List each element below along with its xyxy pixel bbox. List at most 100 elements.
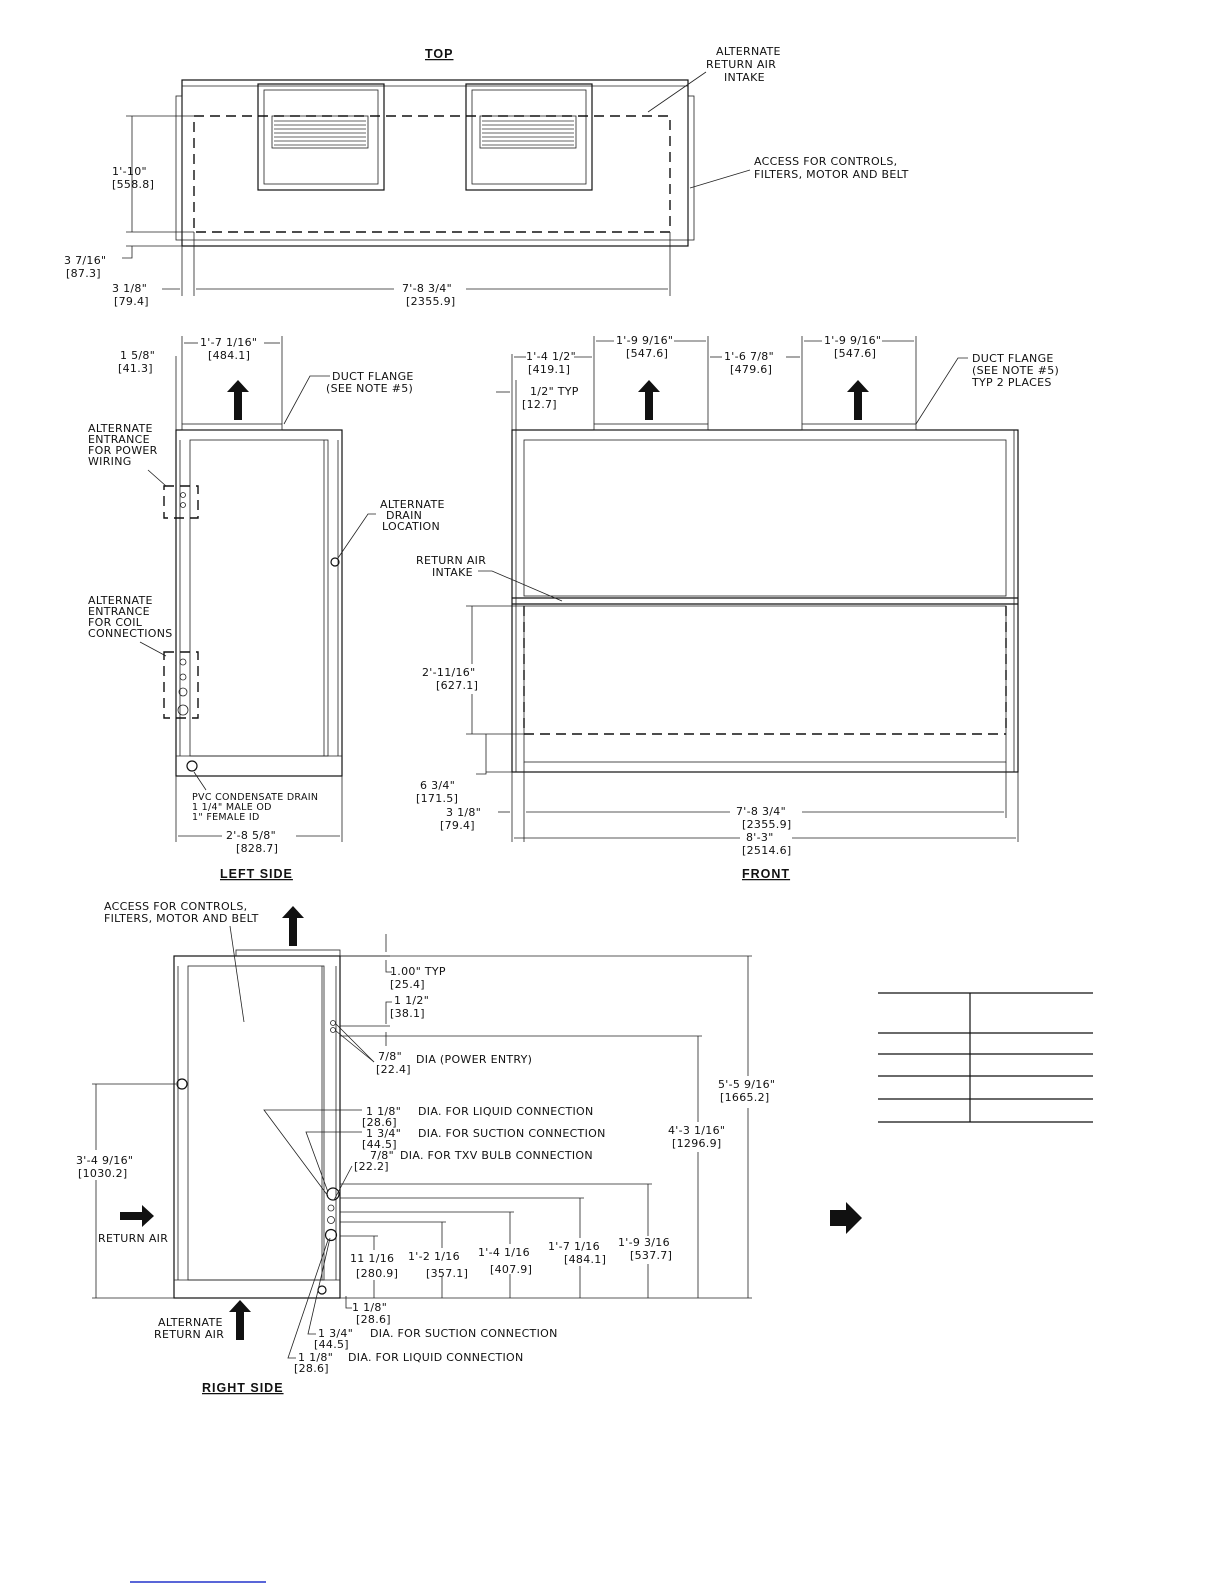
right-dim-liquid-top-mm: [28.6] — [362, 1116, 397, 1129]
front-dim-gap-mm: [479.6] — [730, 363, 772, 376]
front-title: FRONT — [742, 867, 790, 881]
right-dim-liquid-bot: 1 1/8" — [298, 1351, 333, 1364]
front-cabinet-outline — [511, 429, 1019, 773]
left-airflow-arrow — [227, 380, 249, 420]
top-dim-left-mm: [79.4] — [114, 295, 149, 308]
left-side-title: LEFT SIDE — [220, 867, 293, 881]
right-cabinet-outline — [173, 955, 341, 1299]
top-dim-left: 3 1/8" — [112, 282, 147, 295]
left-dim-depth-mm: [828.7] — [236, 842, 278, 855]
left-side-view: DUCT FLANGE (SEE NOTE #5) ALTERNATE ENTR… — [88, 336, 445, 881]
right-dim-d1-mm: [38.1] — [390, 1007, 425, 1020]
right-duct-flange — [235, 949, 341, 957]
left-note-coil-4: CONNECTIONS — [88, 627, 173, 640]
right-dim-c3: 1'-4 1/16 — [478, 1246, 530, 1259]
right-dim-h1-mm: [1665.2] — [720, 1091, 769, 1104]
right-note-return-air: RETURN AIR — [98, 1232, 168, 1245]
front-dim-inner-mm: [2355.9] — [742, 818, 791, 831]
front-note-typ-2: TYP 2 PLACES — [971, 376, 1052, 389]
left-note-drain-3: LOCATION — [382, 520, 440, 533]
blank-table — [878, 992, 1093, 1123]
right-note-access-2: FILTERS, MOTOR AND BELT — [104, 912, 259, 925]
right-note-access-1: ACCESS FOR CONTROLS, — [104, 900, 247, 913]
left-alternate-drain — [330, 557, 340, 567]
top-dim-width-mm: [2355.9] — [406, 295, 455, 308]
top-note-return-air: RETURN AIR — [706, 58, 776, 71]
front-airflow-arrow-1 — [638, 380, 660, 420]
right-suction-connection-bot — [324, 1228, 338, 1242]
front-dim-overall: 8'-3" — [746, 831, 774, 844]
front-dim-overall-mm: [2514.6] — [742, 844, 791, 857]
front-dim-flange1-mm: [547.6] — [626, 347, 668, 360]
top-note-access: ACCESS FOR CONTROLS, — [754, 155, 897, 168]
top-dim-height: 1'-10" — [112, 165, 147, 178]
right-dim-power-entry: 7/8" — [378, 1050, 402, 1063]
left-note-coil-2: ENTRANCE — [88, 605, 150, 618]
right-note-power-entry: DIA (POWER ENTRY) — [416, 1053, 532, 1066]
right-dim-txv-mm: [22.2] — [354, 1160, 389, 1173]
right-dim-c1: 11 1/16 — [350, 1252, 394, 1265]
left-power-wiring-entrance — [163, 485, 199, 519]
front-view: DUCT FLANGE (SEE NOTE #5) TYP 2 PLACES R… — [416, 334, 1059, 881]
right-dim-h2: 4'-3 1/16" — [668, 1124, 725, 1137]
top-dim-offset: 3 7/16" — [64, 254, 106, 267]
left-note-power-2: ENTRANCE — [88, 433, 150, 446]
top-view: TOP ALTERNATE RETURN AIR INTAKE ACCESS F… — [64, 45, 909, 308]
left-note-see-note: (SEE NOTE #5) — [326, 382, 413, 395]
left-note-power-3: FOR POWER — [88, 444, 158, 457]
front-dim-left-mm: [79.4] — [440, 819, 475, 832]
right-dim-c2-mm: [357.1] — [426, 1267, 468, 1280]
right-power-entry-2 — [330, 1027, 336, 1033]
right-dim-c3-mm: [407.9] — [490, 1263, 532, 1276]
right-side-view: ACCESS FOR CONTROLS, FILTERS, MOTOR AND … — [76, 900, 775, 1395]
front-note-see-note: (SEE NOTE #5) — [972, 364, 1059, 377]
right-dim-liquid-top: 1 1/8" — [366, 1105, 401, 1118]
left-note-pvc-3: 1" FEMALE ID — [192, 812, 260, 823]
front-dim-intake: 2'-11/16" — [422, 666, 475, 679]
front-dim-flange1: 1'-9 9/16" — [616, 334, 673, 347]
left-pvc-drain — [186, 760, 198, 772]
left-note-drain-1: ALTERNATE — [380, 498, 445, 511]
front-dim-left: 3 1/8" — [446, 806, 481, 819]
top-dim-width: 7'-8 3/4" — [402, 282, 452, 295]
top-note-filters: FILTERS, MOTOR AND BELT — [754, 168, 909, 181]
left-note-pvc-1: PVC CONDENSATE DRAIN — [192, 792, 318, 803]
front-dim-intake-mm: [627.1] — [436, 679, 478, 692]
right-dim-typ: 1.00" TYP — [390, 965, 446, 978]
left-dim-depth: 2'-8 5/8" — [226, 829, 276, 842]
top-dim-offset-mm: [87.3] — [66, 267, 101, 280]
right-dim-c4-mm: [484.1] — [564, 1253, 606, 1266]
top-view-title: TOP — [425, 47, 453, 61]
right-dim-d1: 1 1/2" — [394, 994, 429, 1007]
top-dim-height-mm: [558.8] — [112, 178, 154, 191]
right-dim-power-entry-mm: [22.4] — [376, 1063, 411, 1076]
right-note-liquid-top: DIA. FOR LIQUID CONNECTION — [418, 1105, 594, 1118]
right-dim-ra: 3'-4 9/16" — [76, 1154, 133, 1167]
right-dim-suction-bot-mm: [44.5] — [314, 1338, 349, 1351]
front-duct-flange-2 — [801, 423, 917, 431]
right-alternate-return-arrow — [229, 1300, 251, 1340]
right-note-alt-return-1: ALTERNATE — [158, 1316, 223, 1329]
left-note-power-1: ALTERNATE — [88, 422, 153, 435]
right-note-suction-bot: DIA. FOR SUCTION CONNECTION — [370, 1327, 558, 1340]
left-note-coil-1: ALTERNATE — [88, 594, 153, 607]
top-note-alternate: ALTERNATE — [716, 45, 781, 58]
right-note-liquid-bot: DIA. FOR LIQUID CONNECTION — [348, 1351, 524, 1364]
front-dim-inner: 7'-8 3/4" — [736, 805, 786, 818]
front-duct-flange-1 — [593, 423, 709, 431]
right-dim-bot-mm: [28.6] — [356, 1313, 391, 1326]
front-dim-bottom: 6 3/4" — [420, 779, 455, 792]
left-note-power-4: WIRING — [88, 455, 132, 468]
front-note-intake: INTAKE — [432, 566, 473, 579]
right-dim-h2-mm: [1296.9] — [672, 1137, 721, 1150]
right-dim-c4: 1'-7 1/16 — [548, 1240, 600, 1253]
front-airflow-arrow-2 — [847, 380, 869, 420]
right-dim-bot: 1 1/8" — [352, 1301, 387, 1314]
right-arrow-icon — [830, 1202, 862, 1234]
right-dim-c1-mm: [280.9] — [356, 1267, 398, 1280]
top-alternate-return-outline — [193, 115, 671, 233]
front-dim-typ: 1/2" TYP — [530, 385, 579, 398]
left-dim-flange-mm: [484.1] — [208, 349, 250, 362]
left-note-duct-flange: DUCT FLANGE — [332, 370, 414, 383]
